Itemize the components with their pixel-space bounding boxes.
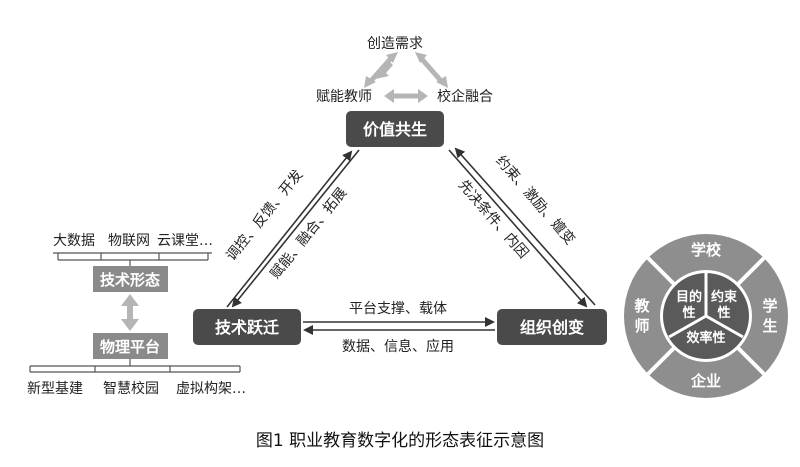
platform-item-3: 虚拟构架… — [176, 381, 246, 397]
inner-purpose-2: 性 — [682, 305, 695, 321]
inner-constraint-2: 性 — [717, 305, 730, 321]
figure-caption: 图1 职业教育数字化的形态表征示意图 — [256, 431, 544, 451]
inner-constraint-1: 约束 — [711, 289, 738, 305]
wheel-teacher-1: 教 — [633, 297, 650, 315]
platform-item-1: 新型基建 — [27, 380, 83, 397]
svg-text:价值共生: 价值共生 — [363, 120, 427, 139]
inner-purpose-1: 目的 — [676, 289, 702, 305]
edge-label-tech-org-top: 平台支撑、载体 — [349, 301, 447, 317]
label-school-enterprise: 校企融合 — [437, 88, 493, 105]
platform-item-2: 智慧校园 — [103, 380, 159, 397]
arrow-value-to-org — [448, 149, 588, 308]
svg-text:技术形态: 技术形态 — [100, 271, 160, 289]
tech-form-box: 技术形态 — [93, 266, 168, 292]
wheel-student-1: 学 — [762, 297, 777, 315]
wheel-school: 学校 — [691, 241, 722, 259]
wheel-student-2: 生 — [762, 317, 777, 335]
label-empower-teachers: 赋能教师 — [316, 89, 372, 105]
horizontal-double-arrow — [384, 89, 428, 103]
svg-text:物理平台: 物理平台 — [100, 338, 160, 356]
stakeholder-wheel — [624, 234, 788, 398]
top-left-double-arrow — [364, 52, 398, 88]
tech-form-bracket — [53, 252, 212, 266]
tech-item-1: 大数据 — [53, 233, 95, 249]
inner-efficiency: 效率性 — [686, 330, 725, 346]
top-right-double-arrow — [415, 52, 448, 88]
wheel-enterprise: 企业 — [690, 372, 721, 390]
label-create-demand: 创造需求 — [367, 36, 423, 52]
tech-item-3: 云课堂… — [157, 233, 213, 249]
tech-item-2: 物联网 — [108, 233, 150, 249]
node-tech-leap: 技术跃迁 — [193, 309, 301, 345]
wheel-teacher-2: 师 — [634, 317, 649, 335]
arrow-tech-to-value — [226, 150, 353, 308]
node-value-coexistence: 价值共生 — [346, 111, 444, 147]
physical-platform-bracket — [29, 359, 241, 373]
vertical-double-arrow — [121, 294, 139, 331]
edge-label-tech-org-bottom: 数据、信息、应用 — [342, 338, 454, 355]
arrow-org-to-value — [454, 147, 596, 306]
physical-platform-box: 物理平台 — [93, 333, 168, 359]
svg-text:组织创变: 组织创变 — [520, 318, 584, 337]
svg-text:技术跃迁: 技术跃迁 — [215, 318, 279, 337]
node-org-change: 组织创变 — [497, 309, 607, 345]
arrow-value-to-tech — [231, 149, 360, 308]
